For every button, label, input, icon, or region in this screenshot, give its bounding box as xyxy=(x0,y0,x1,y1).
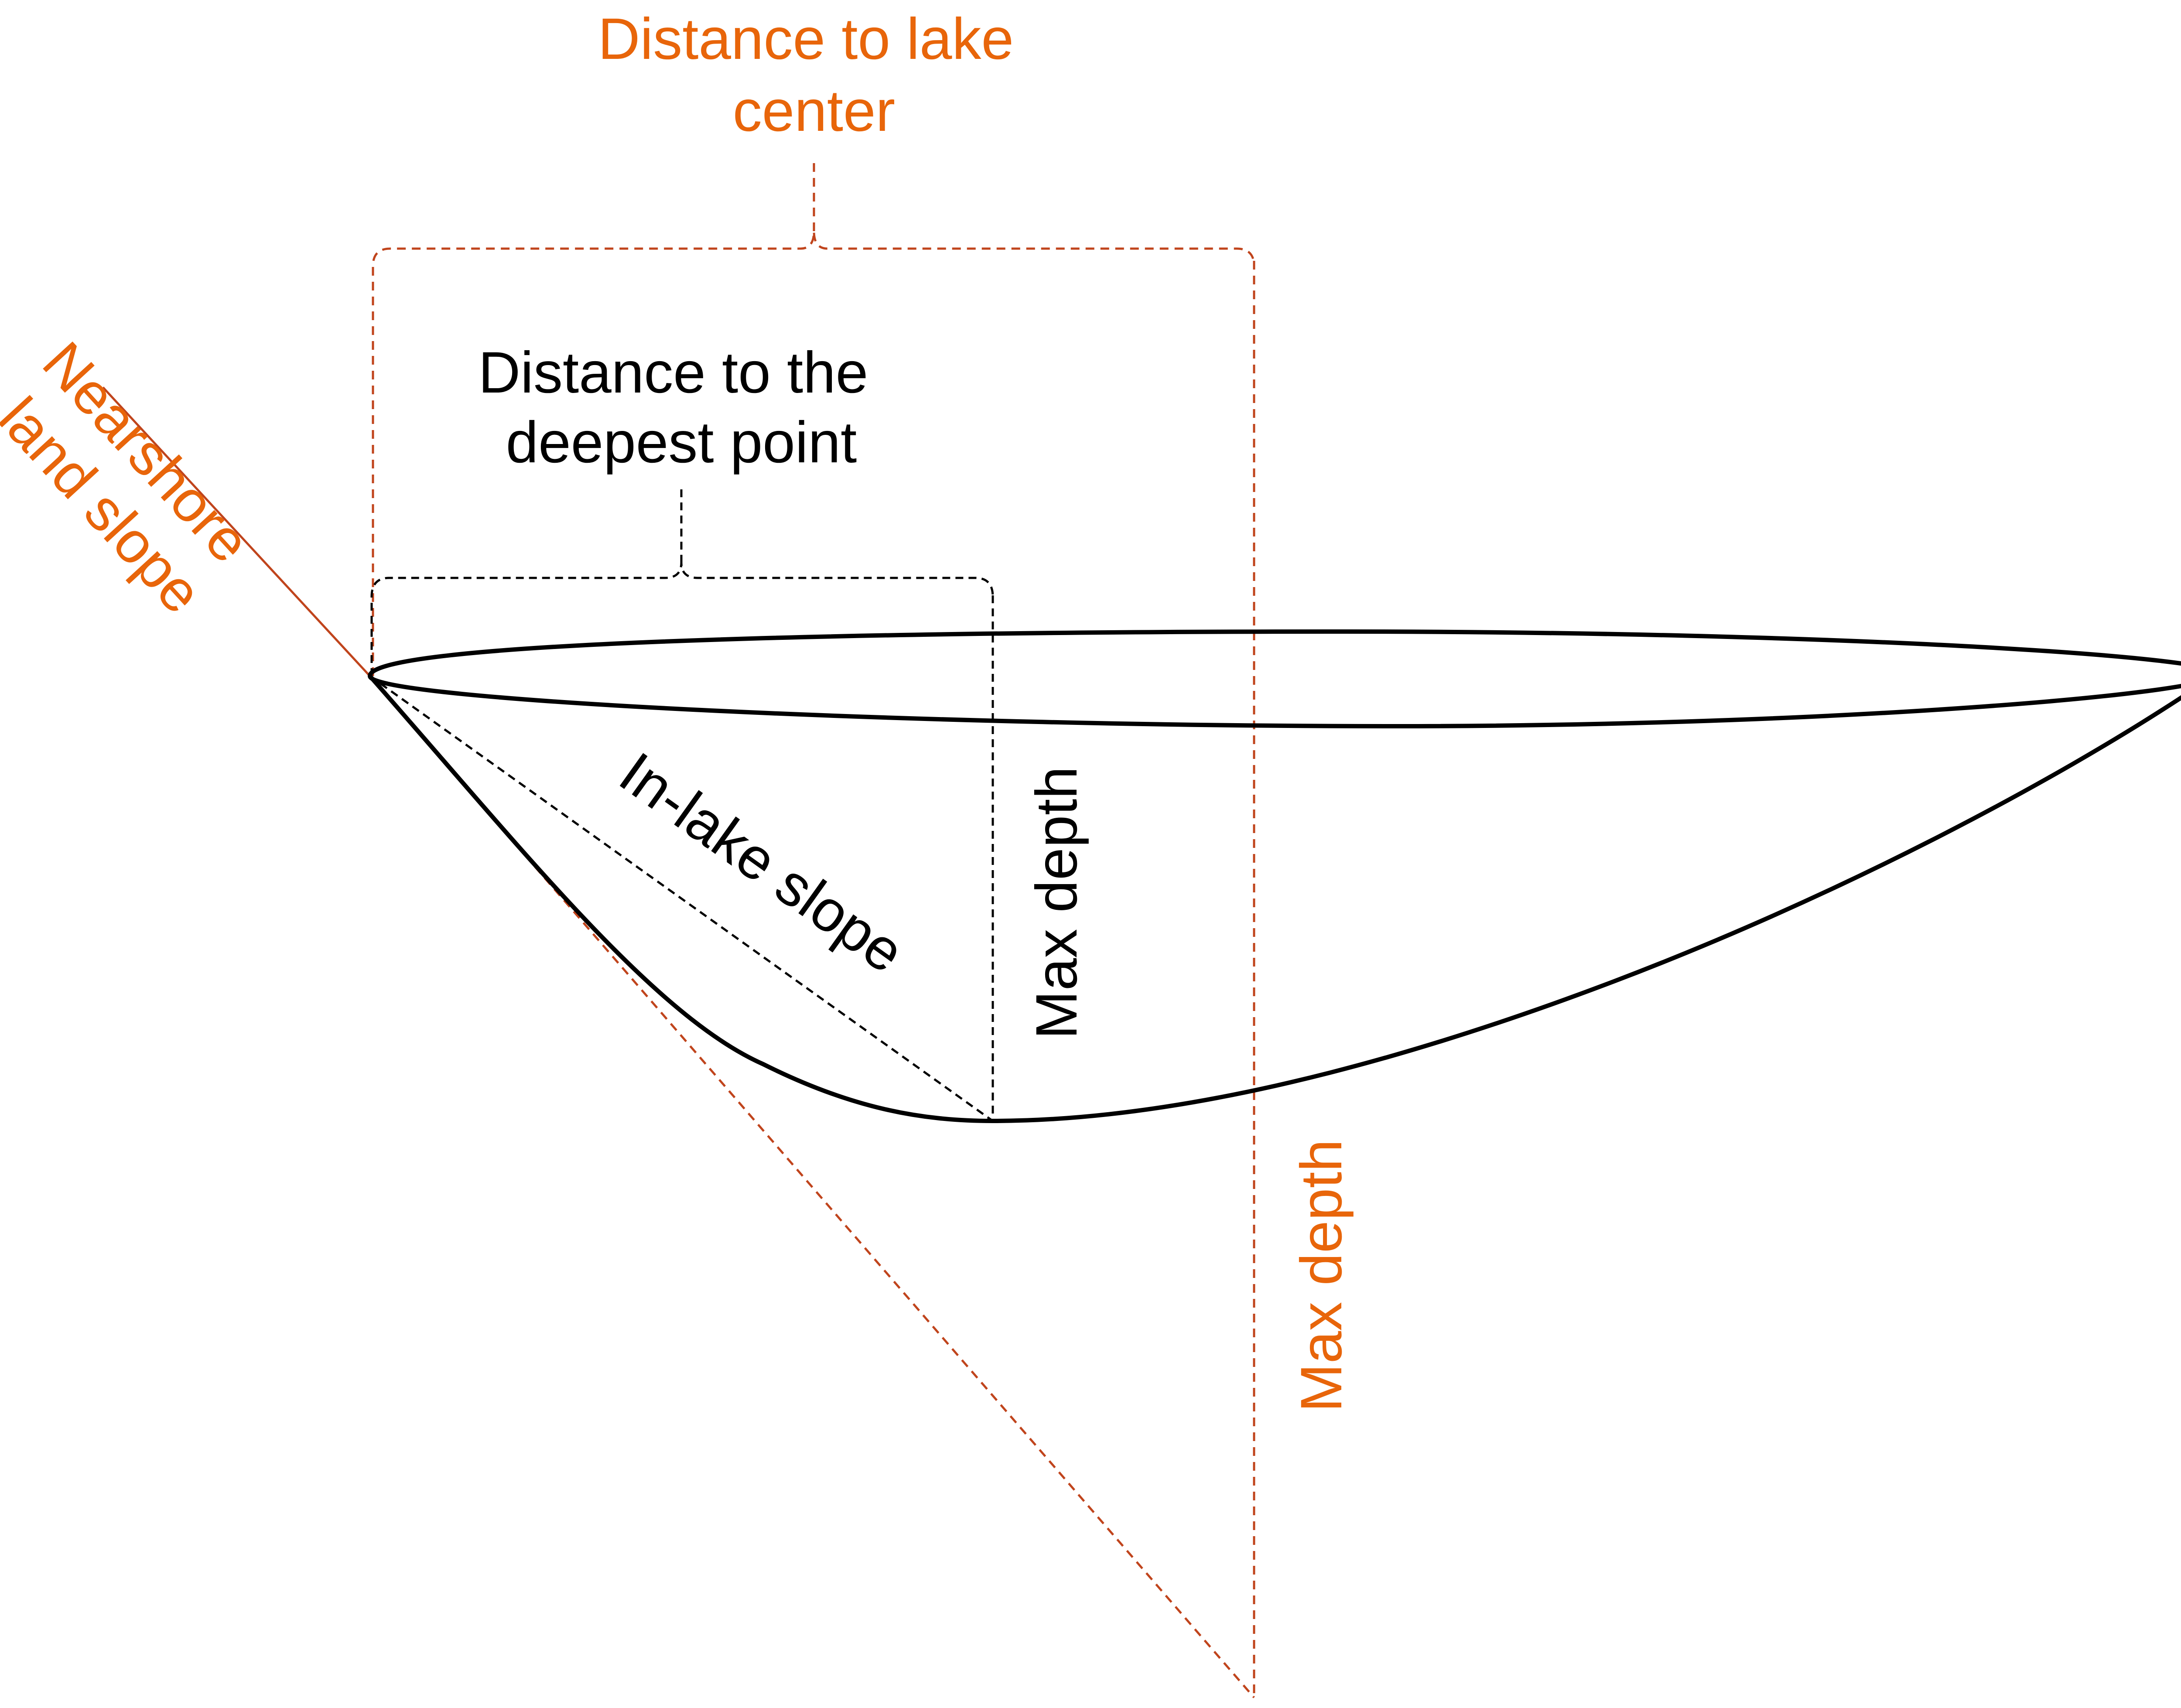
nearshore-land-slope-label: Nearshore land slope xyxy=(0,330,273,634)
in-lake-slope-label: In-lake slope xyxy=(608,740,916,986)
nearshore-land-slope-line xyxy=(102,386,371,677)
distance-to-lake-center-label-line2: center xyxy=(733,79,895,143)
distance-to-lake-center-label-line1: Distance to lake xyxy=(598,7,1014,72)
lake-surface-ellipse xyxy=(367,629,2181,729)
measured-geometry-guides xyxy=(369,489,994,1122)
in-lake-slope-line xyxy=(369,675,994,1122)
distance-to-deepest-point-label: Distance to the deepest point xyxy=(478,340,884,475)
max-depth-measured-label: Max depth xyxy=(1024,766,1089,1039)
distance-to-deepest-point-label-line1: Distance to the xyxy=(478,340,868,405)
distance-to-deepest-point-bracket xyxy=(370,562,994,676)
max-depth-estimated-label: Max depth xyxy=(1289,1139,1354,1412)
distance-to-deepest-point-label-line2: deepest point xyxy=(506,410,857,475)
lake-bottom-profile xyxy=(368,674,2181,1124)
lake-outline xyxy=(367,629,2181,1124)
distance-to-lake-center-label: Distance to lake center xyxy=(598,7,1030,143)
